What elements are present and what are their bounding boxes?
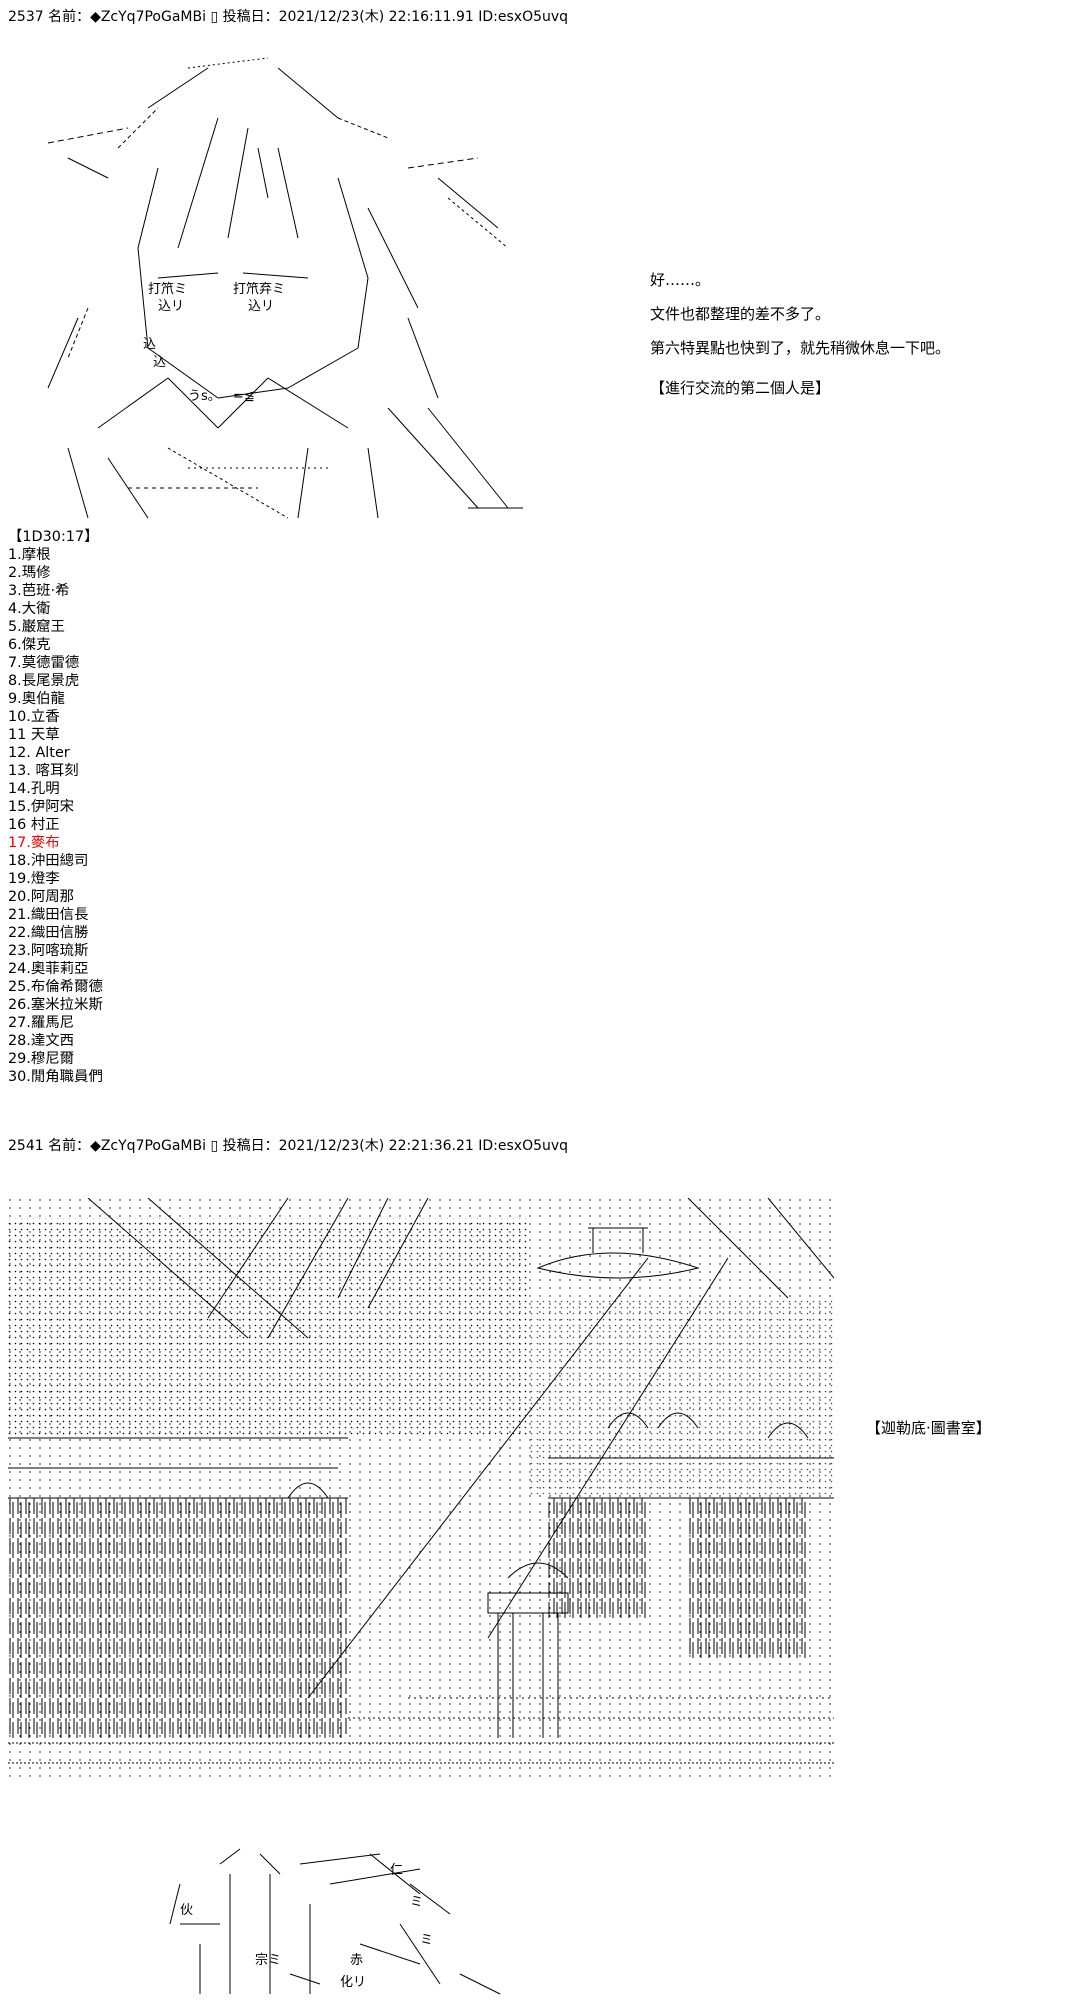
list-item: 25.布倫希爾德: [8, 979, 103, 995]
list-item: 17.麥布: [8, 835, 60, 851]
dialog-line: 好……。: [650, 271, 711, 289]
list-item: 7.莫德雷德: [8, 655, 80, 671]
library-ascii-art: [8, 1198, 834, 1780]
list-item: 8.長尾景虎: [8, 673, 80, 689]
list-item: 1.摩根: [8, 547, 51, 563]
list-item: 4.大衛: [8, 601, 51, 617]
post-header: 2537 名前：◆ZcYq7PoGaMBi ▯ 投稿日：2021/12/23(木…: [8, 9, 569, 25]
dialog-line: 文件也都整理的差不多了。: [650, 305, 831, 323]
vote-result: 【1D30:17】: [8, 529, 99, 545]
location-label: 【迦勒底·圖書室】: [866, 1419, 991, 1437]
dialog-line: 第六特異點也快到了，就先稍微休息一下吧。: [650, 339, 951, 357]
character-ascii-art: ミ 伙 仁 ミ 宗ミ 赤 化リ: [160, 1844, 520, 2000]
svg-text:化リ: 化リ: [340, 1975, 366, 1990]
svg-text:伙: 伙: [180, 1903, 193, 1918]
list-item: 15.伊阿宋: [8, 799, 75, 815]
svg-text:込リ: 込リ: [158, 299, 184, 314]
dialog-note: 【進行交流的第二個人是】: [650, 379, 831, 397]
svg-text:打笊弃ミ: 打笊弃ミ: [233, 281, 285, 297]
list-item: 20.阿周那: [8, 889, 75, 905]
candidate-list: 1.摩根 2.瑪修 3.芭班·希 4.大衛 5.巌窟王 6.傑克 7.莫德雷德 …: [8, 546, 103, 1086]
svg-text:込リ: 込リ: [248, 299, 274, 314]
list-item: 12. Alter: [8, 745, 70, 761]
list-item: 18.沖田總司: [8, 853, 89, 869]
svg-text:込: 込: [143, 337, 156, 352]
svg-text:打笊ミ: 打笊ミ: [148, 281, 187, 297]
list-item: 26.塞米拉米斯: [8, 997, 103, 1013]
list-item: 11 天草: [8, 727, 60, 743]
list-item: 27.羅馬尼: [8, 1015, 75, 1031]
list-item: 14.孔明: [8, 781, 60, 797]
svg-text:込: 込: [153, 355, 166, 370]
list-item: 28.達文西: [8, 1033, 75, 1049]
list-item: 24.奧菲莉亞: [8, 961, 89, 977]
list-item: 6.傑克: [8, 637, 51, 653]
list-item: 16 村正: [8, 817, 60, 833]
list-item: 29.穆尼爾: [8, 1051, 75, 1067]
dialog-text: 好……。 文件也都整理的差不多了。 第六特異點也快到了，就先稍微休息一下吧。 【…: [650, 270, 950, 412]
svg-text:ミ: ミ: [420, 1933, 433, 1948]
svg-text:仁: 仁: [390, 1863, 403, 1878]
character-ascii-art: 打笊ミ 打笊弃ミ 込リ 込リ 込 込 うs。 =≦: [8, 48, 528, 528]
list-item: 30.閒角職員們: [8, 1069, 103, 1085]
svg-text:うs。: うs。: [188, 389, 221, 404]
svg-text:=≦: =≦: [233, 389, 255, 404]
svg-text:ミ: ミ: [410, 1895, 423, 1910]
list-item: 5.巌窟王: [8, 619, 65, 635]
list-item: 13. 喀耳刻: [8, 763, 79, 779]
list-item: 22.織田信勝: [8, 925, 89, 941]
list-item: 19.燈李: [8, 871, 60, 887]
svg-text:赤: 赤: [350, 1953, 363, 1968]
vote-list: 【1D30:17】 1.摩根 2.瑪修 3.芭班·希 4.大衛 5.巌窟王 6.…: [8, 528, 103, 1086]
post-header: 2541 名前：◆ZcYq7PoGaMBi ▯ 投稿日：2021/12/23(木…: [8, 1138, 569, 1154]
svg-text:宗ミ: 宗ミ: [255, 1952, 281, 1968]
list-item: 3.芭班·希: [8, 583, 70, 599]
list-item: 10.立香: [8, 709, 60, 725]
list-item: 2.瑪修: [8, 565, 51, 581]
list-item: 21.織田信長: [8, 907, 89, 923]
list-item: 23.阿喀琉斯: [8, 943, 89, 959]
list-item: 9.奧伯龍: [8, 691, 65, 707]
